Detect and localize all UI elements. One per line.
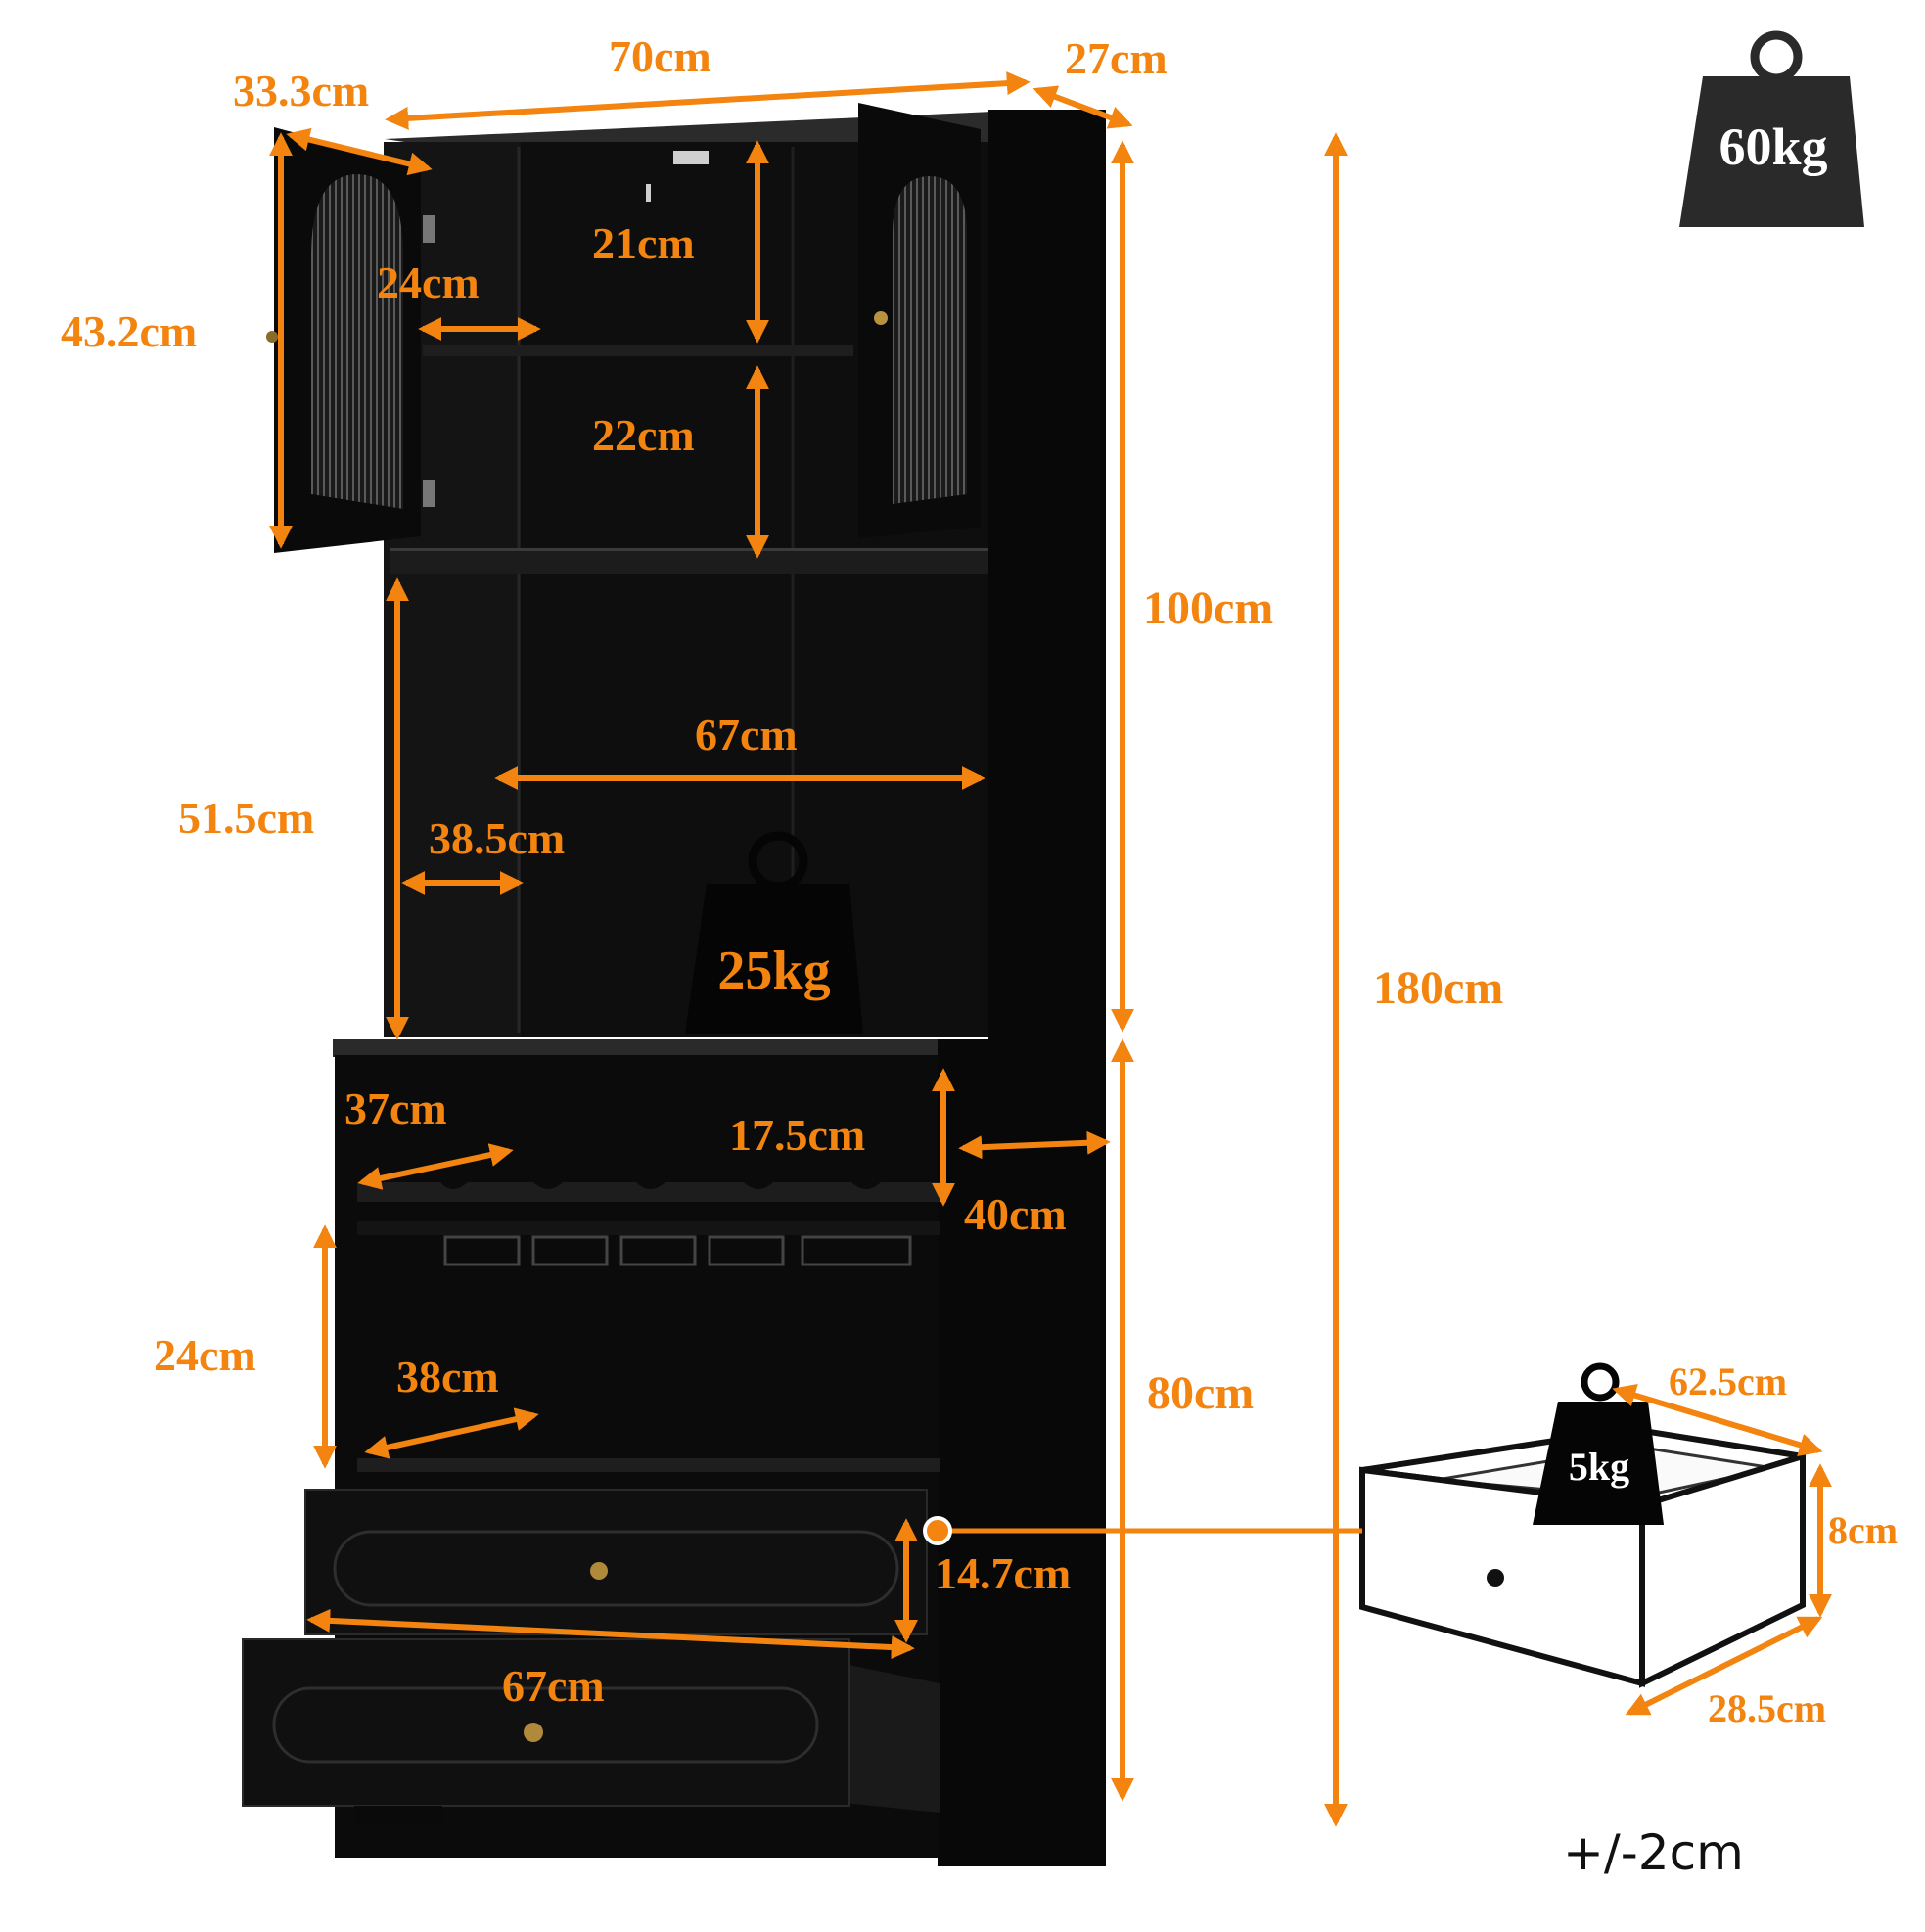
- drawer-inner-width-label: 62.5cm: [1669, 1359, 1788, 1403]
- wine-rack-height-label: 17.5cm: [729, 1110, 866, 1160]
- lower-drawer-open: [242, 1638, 940, 1825]
- weight-25kg-icon: 25kg: [685, 831, 863, 1034]
- right-glass-door: [858, 103, 981, 538]
- tolerance-note: +/-2cm: [1563, 1824, 1744, 1881]
- weight-25kg-label: 25kg: [717, 941, 830, 1001]
- wine-rack-depth-label: 37cm: [344, 1083, 447, 1133]
- base-depth-label: 40cm: [964, 1189, 1067, 1239]
- drawer-inner-depth-label: 28.5cm: [1708, 1686, 1827, 1730]
- weight-60kg-label: 60kg: [1719, 117, 1827, 176]
- dimension-lines: [269, 71, 1832, 1827]
- lower-shelf-height-label: 24cm: [154, 1330, 256, 1380]
- depth-label: 27cm: [1065, 33, 1168, 83]
- open-shelf-height-label: 51.5cm: [178, 793, 315, 843]
- door-height-label: 43.2cm: [61, 306, 198, 356]
- open-shelf-depth-label: 38.5cm: [429, 813, 566, 863]
- total-height-label: 180cm: [1373, 962, 1504, 1014]
- left-glass-door: [266, 127, 435, 553]
- door-width-label: 33.3cm: [233, 66, 370, 115]
- open-shelf-width-label: 67cm: [695, 710, 798, 759]
- weight-60kg-icon: 60kg: [1679, 30, 1864, 227]
- width-label: 70cm: [609, 31, 711, 81]
- weight-5kg-label: 5kg: [1569, 1445, 1629, 1489]
- drawer-width-label: 67cm: [502, 1661, 605, 1711]
- compartment-upper-label: 21cm: [592, 218, 695, 268]
- callout-dot: [923, 1516, 952, 1545]
- upper-height-label: 100cm: [1143, 582, 1274, 634]
- compartment-lower-label: 22cm: [592, 410, 695, 460]
- weight-5kg-icon: 5kg: [1533, 1362, 1664, 1525]
- lower-height-label: 80cm: [1147, 1367, 1255, 1419]
- drawer-front-height-label: 14.7cm: [935, 1548, 1072, 1598]
- lower-shelf-depth-label: 38cm: [396, 1352, 499, 1402]
- upper-drawer: [304, 1489, 928, 1635]
- drawer-inner-height-label: 8cm: [1828, 1508, 1899, 1552]
- top-shelf-depth-label: 24cm: [377, 257, 480, 307]
